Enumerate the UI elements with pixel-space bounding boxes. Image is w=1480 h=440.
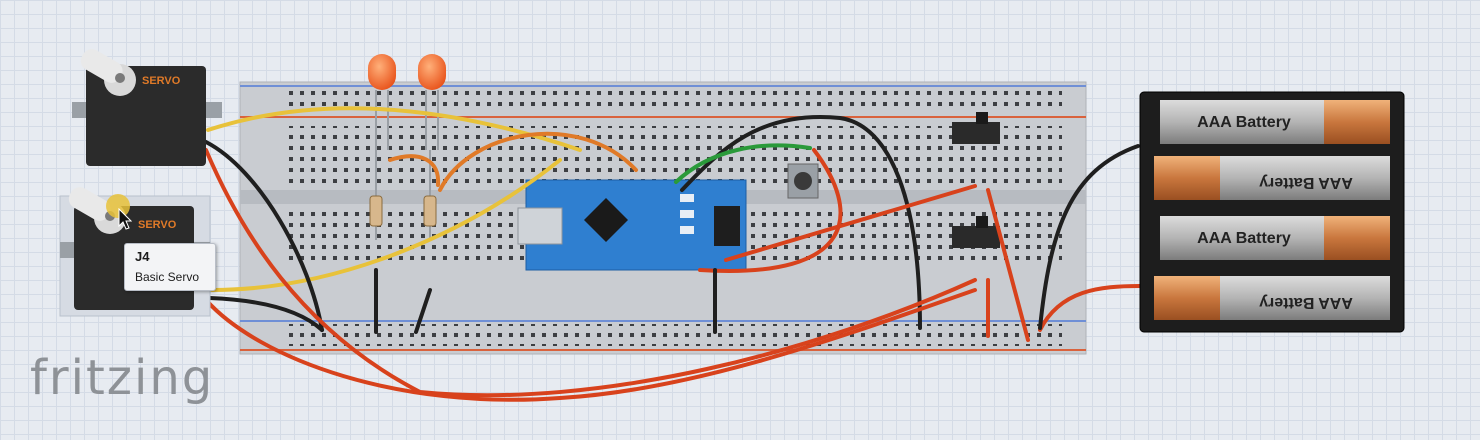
- pushbutton[interactable]: [787, 163, 819, 199]
- resistor-2[interactable]: [423, 150, 437, 240]
- battery-4-label: AAA Battery: [1259, 294, 1353, 311]
- slide-switch-bottom[interactable]: [952, 216, 1000, 248]
- arduino-nano[interactable]: [517, 165, 813, 271]
- battery-1-label: AAA Battery: [1197, 114, 1291, 131]
- fritzing-logo: fritzing: [30, 350, 215, 406]
- battery-4: AAA Battery: [1154, 276, 1390, 320]
- battery-3: AAA Battery: [1160, 216, 1390, 260]
- battery-pack[interactable]: AAA Battery AAA Battery AAA Battery AAA …: [1139, 91, 1405, 333]
- tooltip-title: J4: [135, 249, 150, 264]
- servo-bottom-label: SERVO: [138, 219, 177, 231]
- led-1[interactable]: [368, 54, 396, 150]
- servo-top-label: SERVO: [142, 75, 181, 87]
- battery-1: AAA Battery: [1160, 100, 1390, 144]
- mouse-cursor-icon: [118, 208, 132, 230]
- led-2[interactable]: [418, 54, 446, 150]
- part-tooltip: J4 Basic Servo: [124, 243, 216, 291]
- battery-2: AAA Battery: [1154, 156, 1390, 200]
- battery-3-label: AAA Battery: [1197, 230, 1291, 247]
- slide-switch-top[interactable]: [952, 112, 1000, 144]
- resistor-1[interactable]: [369, 150, 383, 240]
- battery-2-label: AAA Battery: [1259, 174, 1353, 191]
- tooltip-subtitle: Basic Servo: [135, 270, 200, 284]
- servo-top[interactable]: SERVO: [72, 45, 222, 166]
- wires[interactable]: [204, 106, 1142, 402]
